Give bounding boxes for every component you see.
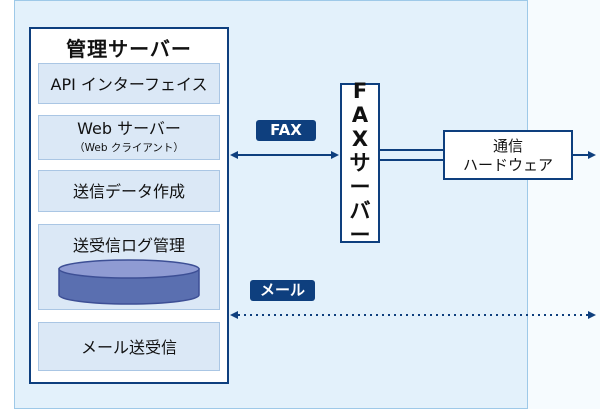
- fax-server-char: サ: [349, 151, 371, 175]
- module-api-interface-label: API インターフェイス: [50, 75, 208, 94]
- mail-badge: メール: [250, 280, 315, 301]
- fax-server-char: X: [351, 127, 369, 151]
- fax-server-char: バ: [349, 199, 371, 223]
- comm-hardware-line1: 通信: [492, 137, 523, 155]
- module-web-server-sublabel: （Web クライアント）: [74, 142, 184, 154]
- module-web-server: Web サーバー （Web クライアント）: [38, 115, 220, 160]
- module-api-interface: API インターフェイス: [38, 63, 220, 104]
- module-send-data-creation-label: 送信データ作成: [72, 182, 185, 201]
- fax-server-char: ー: [349, 223, 371, 247]
- module-send-data-creation: 送信データ作成: [38, 170, 220, 212]
- database-icon: [58, 259, 200, 305]
- module-mail-send-receive: メール送受信: [38, 322, 220, 371]
- module-log-management-label: 送受信ログ管理: [72, 236, 185, 255]
- fax-server-box: F A X サ ー バ ー: [340, 79, 380, 247]
- comm-hardware-box: 通信 ハードウェア: [443, 130, 573, 180]
- fax-server-char: A: [351, 103, 369, 127]
- module-web-server-label: Web サーバー: [77, 119, 181, 138]
- module-log-management: 送受信ログ管理: [38, 224, 220, 310]
- module-mail-send-receive-label: メール送受信: [80, 338, 177, 357]
- comm-hardware-line2: ハードウェア: [462, 156, 553, 174]
- fax-server-char: F: [352, 79, 368, 103]
- fax-badge: FAX: [256, 120, 316, 141]
- management-server-box: 管理サーバー API インターフェイス Web サーバー （Web クライアント…: [29, 27, 229, 384]
- external-area: [528, 0, 600, 409]
- fax-server-char: ー: [349, 175, 371, 199]
- management-server-title: 管理サーバー: [66, 37, 192, 61]
